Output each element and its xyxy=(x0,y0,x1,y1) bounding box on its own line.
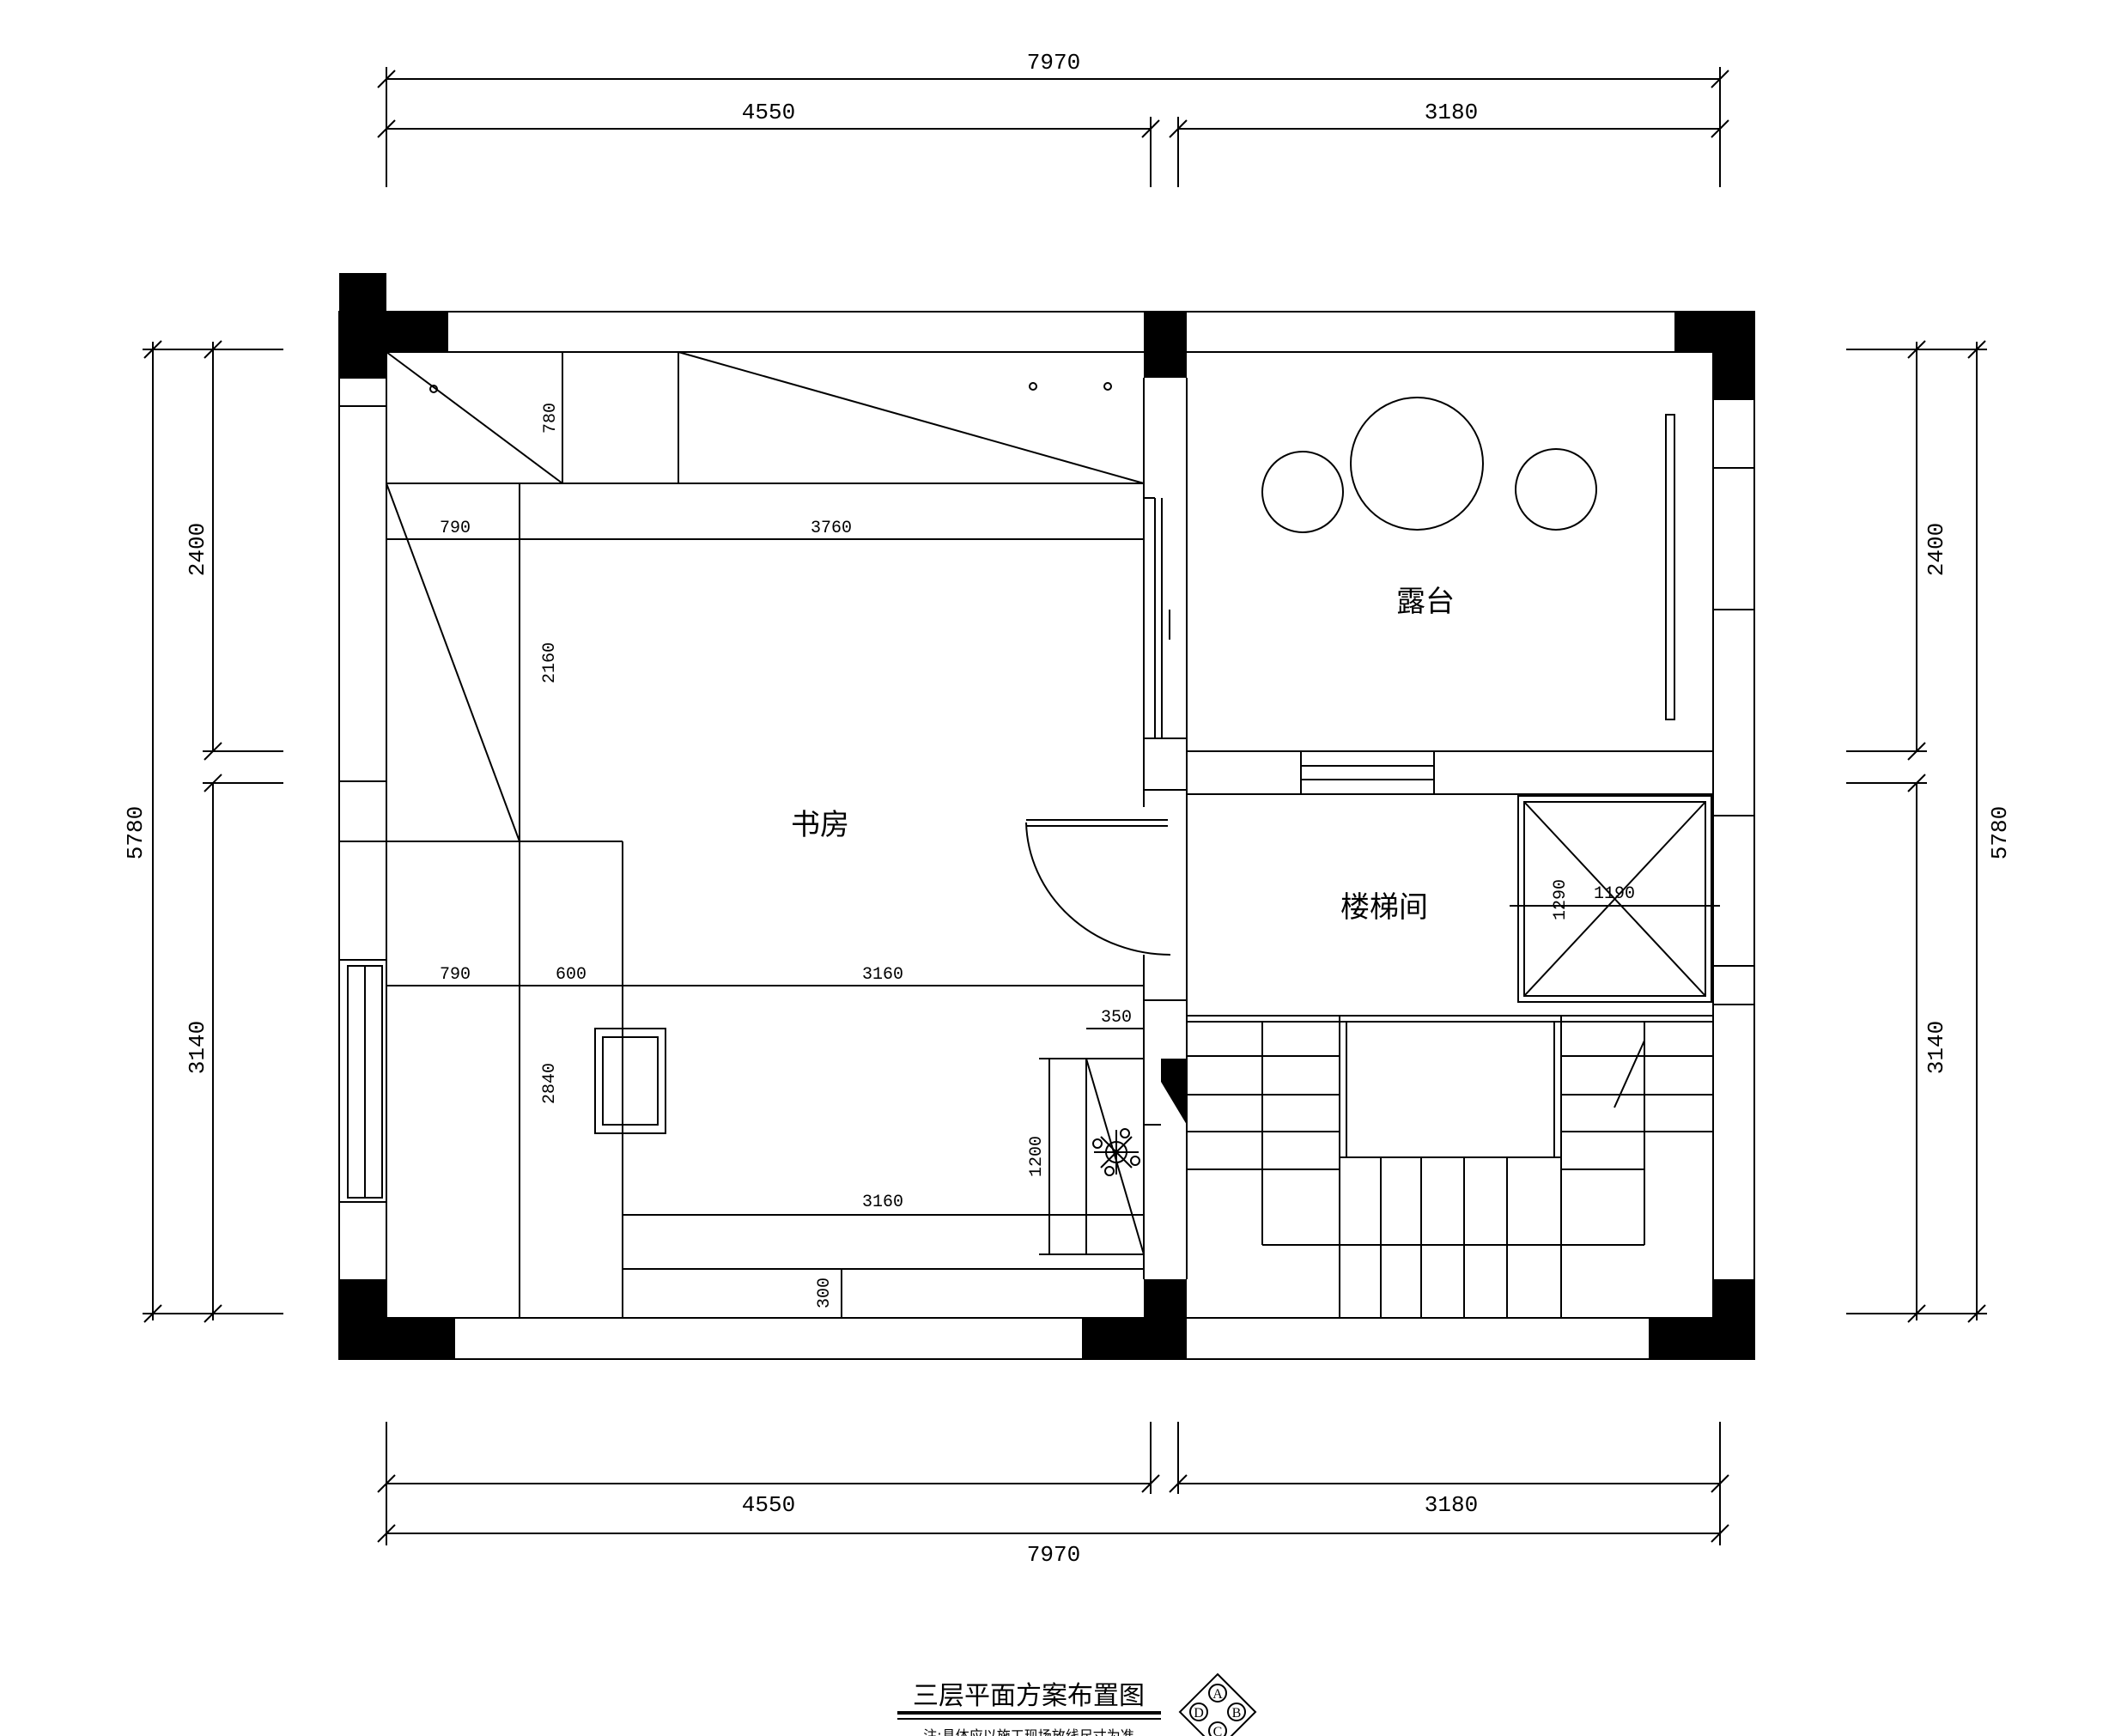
exterior-walls xyxy=(338,311,1755,1360)
dim-600: 600 xyxy=(556,965,586,985)
dim-790-upper: 790 xyxy=(440,519,471,538)
compass-b xyxy=(1227,1703,1246,1721)
dim-right-lower: 3140 xyxy=(1923,1021,1949,1074)
compass-label-a: A xyxy=(1212,1687,1223,1702)
room-label-stairwell: 楼梯间 xyxy=(1340,890,1428,925)
dim-3160-lower: 3160 xyxy=(862,1193,903,1212)
compass-label-d: D xyxy=(1194,1706,1204,1721)
compass-a xyxy=(1208,1684,1227,1703)
terrace-stool-left xyxy=(1261,451,1344,533)
dim-780: 780 xyxy=(541,403,561,434)
left-dimension-lines xyxy=(143,340,283,1323)
plant-icon xyxy=(1092,1128,1140,1176)
interior-partitions xyxy=(1143,378,1713,1279)
dim-1200: 1200 xyxy=(1027,1136,1047,1177)
drawing-title: 三层平面方案布置图 xyxy=(913,1681,1145,1711)
dim-left-upper: 2400 xyxy=(185,523,210,576)
dim-top-total: 7970 xyxy=(1027,50,1080,76)
dim-1290: 1290 xyxy=(1551,879,1571,920)
compass-c xyxy=(1208,1721,1227,1736)
dim-bottom-total: 7970 xyxy=(1027,1542,1080,1568)
bottom-dimension-lines xyxy=(377,1422,1729,1545)
dim-3160-upper: 3160 xyxy=(862,965,903,985)
room-label-study: 书房 xyxy=(791,808,849,842)
compass-label-b: B xyxy=(1232,1706,1242,1721)
dim-3760: 3760 xyxy=(811,519,852,538)
dim-1190: 1190 xyxy=(1594,884,1635,904)
structural-columns xyxy=(339,273,1754,1359)
dim-300: 300 xyxy=(815,1278,835,1308)
dim-790-lower: 790 xyxy=(440,965,471,985)
top-dimension-lines xyxy=(377,67,1729,187)
terrace-steps xyxy=(1300,750,1435,795)
dim-top-right: 3180 xyxy=(1425,100,1478,125)
terrace-table xyxy=(1350,397,1484,531)
stairwell xyxy=(1187,795,1720,1318)
dim-350: 350 xyxy=(1101,1008,1132,1028)
terrace-furniture xyxy=(1261,397,1675,795)
dim-left-lower: 3140 xyxy=(185,1021,210,1074)
compass-diamond xyxy=(1178,1672,1257,1736)
room-label-terrace: 露台 xyxy=(1396,585,1455,619)
dim-bottom-left: 4550 xyxy=(742,1492,795,1518)
dim-left-total: 5780 xyxy=(123,806,149,859)
compass-label-c: C xyxy=(1213,1725,1223,1736)
dim-bottom-right: 3180 xyxy=(1425,1492,1478,1518)
terrace-railing xyxy=(1665,414,1675,720)
right-dimension-lines xyxy=(1846,340,1987,1323)
dim-2160: 2160 xyxy=(540,642,560,683)
terrace-stool-right xyxy=(1515,448,1597,531)
dim-right-total: 5780 xyxy=(1987,806,2013,859)
study-furniture xyxy=(386,351,1171,1318)
drawing-note: 注:具体应以施工现场放线尺寸为准 xyxy=(923,1727,1133,1736)
compass-d xyxy=(1189,1703,1208,1721)
dim-2840: 2840 xyxy=(540,1063,560,1104)
dim-top-left: 4550 xyxy=(742,100,795,125)
dim-right-upper: 2400 xyxy=(1923,523,1949,576)
title-block xyxy=(897,1672,1257,1736)
